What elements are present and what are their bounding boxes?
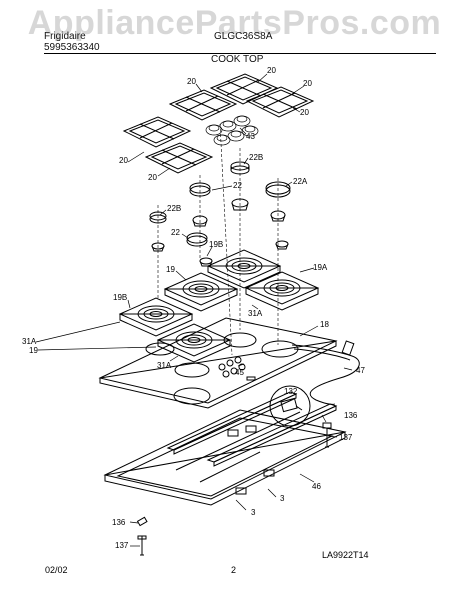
footer-page-number: 2 bbox=[231, 565, 237, 575]
callout-20: 20 bbox=[300, 108, 309, 117]
burner-grate bbox=[144, 142, 214, 174]
footer-diagram-code: LA9922T14 bbox=[322, 550, 369, 560]
callout-47: 47 bbox=[356, 366, 365, 375]
callout-19b: 19B bbox=[113, 293, 127, 302]
callout-22a: 22A bbox=[293, 177, 308, 186]
callout-45: 45 bbox=[235, 368, 244, 377]
footer-date: 02/02 bbox=[45, 565, 68, 575]
cooktop-bottom-box bbox=[103, 391, 347, 506]
burner-grate bbox=[168, 89, 238, 121]
electric-element-19 bbox=[163, 272, 239, 312]
header-rule bbox=[44, 53, 436, 54]
burner-base-right bbox=[275, 240, 289, 250]
screw-137-left bbox=[136, 516, 148, 556]
electric-element-19a-right bbox=[244, 271, 320, 311]
callout-20: 20 bbox=[148, 173, 157, 182]
callout-22b: 22B bbox=[249, 153, 263, 162]
leader-lines bbox=[35, 73, 353, 547]
callout-46: 46 bbox=[312, 482, 321, 491]
callout-20: 20 bbox=[119, 156, 128, 165]
alignment-lines bbox=[157, 123, 279, 356]
callout-19: 19 bbox=[166, 265, 175, 274]
watermark: AppliancePartsPros.com bbox=[27, 4, 442, 42]
callout-31a: 31A bbox=[22, 337, 37, 346]
electric-element-19a bbox=[206, 249, 282, 289]
callout-43: 43 bbox=[246, 132, 255, 141]
callout-20: 20 bbox=[187, 77, 196, 86]
publication-number: 5995363340 bbox=[44, 42, 100, 53]
burner-cap-22-lower bbox=[186, 232, 208, 247]
burner-grate bbox=[245, 86, 315, 118]
burner-grate bbox=[209, 73, 279, 105]
burner-base-small bbox=[199, 257, 213, 267]
callout-137: 137 bbox=[115, 541, 129, 550]
section-title: COOK TOP bbox=[211, 54, 264, 65]
callout-20: 20 bbox=[267, 66, 276, 75]
callout-137: 137 bbox=[339, 433, 353, 442]
electric-element-19-lower bbox=[156, 323, 232, 363]
callout-136: 136 bbox=[344, 411, 358, 420]
callout-3: 3 bbox=[280, 494, 285, 503]
control-knobs bbox=[205, 115, 259, 146]
callout-22b: 22B bbox=[167, 204, 181, 213]
callout-19a: 19A bbox=[313, 263, 328, 272]
callout-22: 22 bbox=[171, 228, 180, 237]
power-cord bbox=[291, 340, 360, 405]
brand-label: Frigidaire bbox=[44, 31, 86, 42]
callout-22: 22 bbox=[233, 181, 242, 190]
cooktop-panel bbox=[98, 317, 338, 409]
callout-136: 136 bbox=[112, 518, 126, 527]
burner-grate bbox=[122, 116, 192, 148]
callout-19b: 19B bbox=[209, 240, 223, 249]
callout-20: 20 bbox=[303, 79, 312, 88]
callout-19: 19 bbox=[29, 346, 38, 355]
electric-element-19b bbox=[118, 297, 194, 337]
callout-31a: 31A bbox=[248, 309, 263, 318]
callout-31a: 31A bbox=[157, 361, 172, 370]
callout-18: 18 bbox=[320, 320, 329, 329]
burner-cap-22 bbox=[189, 182, 211, 197]
callout-3: 3 bbox=[251, 508, 256, 517]
model-number: GLGC36S8A bbox=[214, 31, 273, 42]
callout-labels: 20 20 20 20 20 20 43 22B 22 22A 22B 22 1… bbox=[22, 66, 365, 550]
callout-132: 132 bbox=[284, 387, 298, 396]
